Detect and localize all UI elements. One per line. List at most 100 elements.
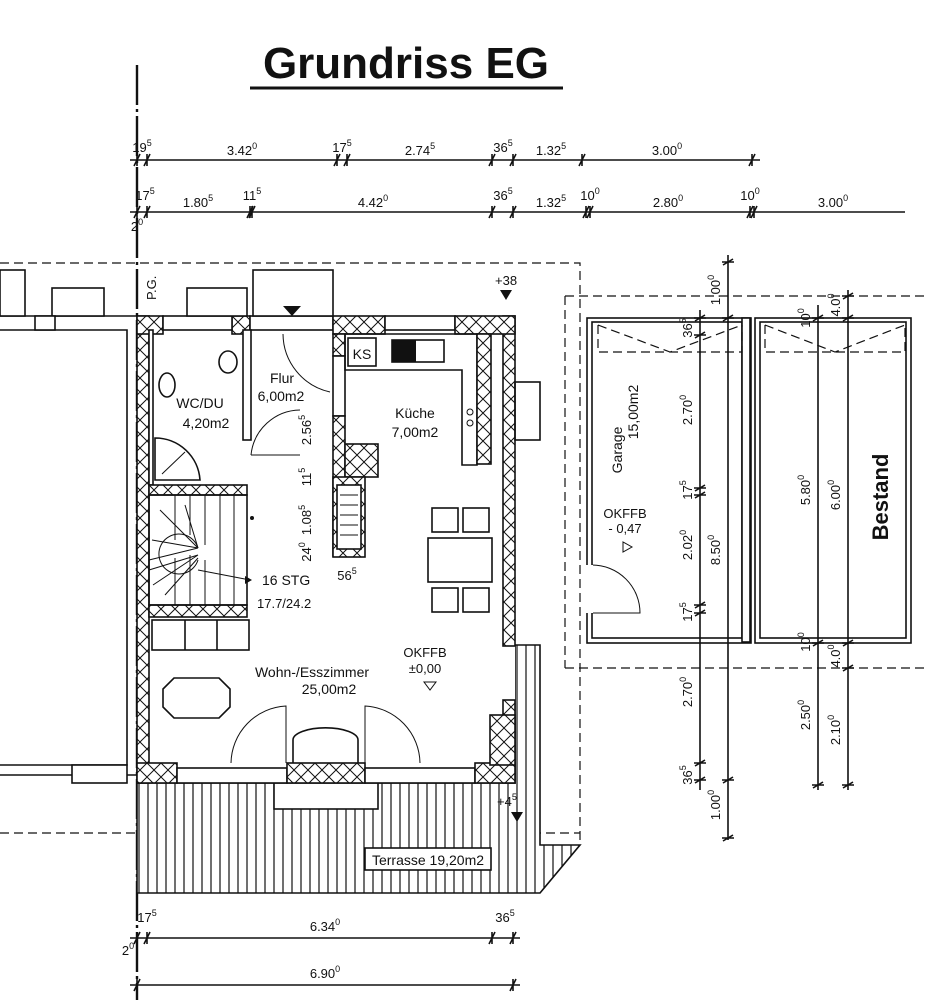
dimension-tick bbox=[694, 776, 706, 784]
dimension-tick bbox=[582, 205, 590, 219]
dimension-label: 6.900 bbox=[310, 964, 340, 981]
dimension-label: 4.00 bbox=[826, 293, 843, 316]
dimension-label: 4.420 bbox=[358, 193, 388, 210]
dimension-label: 20 bbox=[122, 941, 134, 958]
okffb-living: OKFFB bbox=[403, 645, 446, 660]
room-name-wohnen: Wohn-/Esszimmer bbox=[255, 664, 369, 680]
level-top: +38 bbox=[495, 273, 517, 288]
room-area-flur: 6,00m2 bbox=[258, 388, 305, 404]
dimension-label: 6.000 bbox=[826, 480, 843, 510]
room-name-wc: WC/DU bbox=[176, 395, 223, 411]
room-name-flur: Flur bbox=[270, 370, 294, 386]
dimension-label: 175 bbox=[135, 186, 154, 203]
dimension-label: 565 bbox=[337, 566, 356, 583]
dimension-tick bbox=[586, 205, 594, 219]
dimension-tick bbox=[509, 978, 517, 992]
okffb-living-value: ±0,00 bbox=[409, 661, 441, 676]
dimension-tick bbox=[343, 153, 351, 167]
dimension-label: 365 bbox=[495, 908, 514, 925]
dimension-label: 175 bbox=[678, 480, 695, 499]
dimension-label: 365 bbox=[493, 138, 512, 155]
dimension-tick bbox=[488, 153, 496, 167]
dimension-label: 365 bbox=[678, 765, 695, 784]
level-marker-icon bbox=[500, 290, 512, 300]
dimension-label: 100 bbox=[580, 186, 599, 203]
garage bbox=[583, 317, 752, 644]
door-swing bbox=[250, 409, 301, 456]
dimension-label: 1.000 bbox=[706, 790, 723, 820]
dimension-label: 8.500 bbox=[706, 535, 723, 565]
dimension-tick bbox=[694, 491, 706, 499]
dimension-tick bbox=[722, 258, 734, 266]
dimension-label: 5.800 bbox=[796, 475, 813, 505]
room-area-garage: 15,00m2 bbox=[625, 385, 641, 440]
dimension-tick bbox=[143, 931, 151, 945]
kitchen-counter bbox=[332, 333, 541, 558]
level-marker-icon bbox=[423, 681, 437, 691]
dimension-tick bbox=[509, 153, 517, 167]
dimension-tick bbox=[509, 931, 517, 945]
property-line-label: P.G. bbox=[144, 276, 159, 300]
okffb-garage: OKFFB bbox=[603, 506, 646, 521]
dimension-tick bbox=[133, 978, 141, 992]
dimension-label: 3.000 bbox=[652, 141, 682, 158]
existing-garage bbox=[754, 317, 912, 644]
dimension-label: 1.325 bbox=[536, 193, 566, 210]
wc-fixtures bbox=[154, 350, 238, 481]
dimension-tick bbox=[812, 781, 824, 789]
staircase bbox=[148, 494, 254, 606]
dimension-label: 240 bbox=[297, 542, 314, 561]
dimension-tick bbox=[842, 781, 854, 789]
dimension-label: 2.800 bbox=[653, 193, 683, 210]
dimension-tick bbox=[748, 153, 756, 167]
dimension-label: 115 bbox=[243, 186, 262, 203]
stairs-ratio: 17.7/24.2 bbox=[257, 596, 311, 611]
living-furniture bbox=[151, 619, 421, 764]
dimension-label: 175 bbox=[678, 602, 695, 621]
dimension-tick bbox=[722, 776, 734, 784]
dimension-tick bbox=[509, 205, 517, 219]
dimension-label: 20 bbox=[131, 217, 143, 234]
dimension-label: 175 bbox=[332, 138, 351, 155]
dimension-label: 2.100 bbox=[826, 715, 843, 745]
dimension-tick bbox=[694, 484, 706, 492]
terrace-level: +45 bbox=[497, 792, 517, 809]
dimension-tick bbox=[133, 153, 141, 167]
dimension-tick bbox=[722, 834, 734, 842]
dimension-label: 3.000 bbox=[818, 193, 848, 210]
stairs-count: 16 STG bbox=[262, 572, 310, 588]
dimension-label: 1.000 bbox=[706, 275, 723, 305]
dimension-label: 100 bbox=[796, 308, 813, 327]
dimension-lines bbox=[130, 153, 905, 992]
dimension-tick bbox=[694, 609, 706, 617]
plan-title: Grundriss EG bbox=[263, 39, 549, 88]
dining-table bbox=[427, 507, 493, 613]
dimension-tick bbox=[143, 153, 151, 167]
dimension-label: 1.325 bbox=[536, 141, 566, 158]
dimension-label: 2.700 bbox=[678, 677, 695, 707]
dimension-tick bbox=[694, 759, 706, 767]
dimension-label: 3.420 bbox=[227, 141, 257, 158]
dimension-label: 175 bbox=[137, 908, 156, 925]
dimension-tick bbox=[488, 205, 496, 219]
dimension-label: 100 bbox=[740, 186, 759, 203]
dimension-label: 2.700 bbox=[678, 395, 695, 425]
dimension-tick bbox=[333, 153, 341, 167]
fridge-label: KS bbox=[353, 346, 372, 362]
dimension-tick bbox=[694, 601, 706, 609]
room-area-kueche: 7,00m2 bbox=[392, 424, 439, 440]
dimension-label: 1.805 bbox=[183, 193, 213, 210]
dimension-label: 365 bbox=[493, 186, 512, 203]
level-marker-icon bbox=[622, 541, 634, 553]
dimension-label: 2.565 bbox=[297, 415, 314, 445]
okffb-garage-value: - 0,47 bbox=[608, 521, 641, 536]
entrance-marker-icon bbox=[283, 306, 301, 316]
window-box bbox=[186, 287, 248, 317]
dimension-tick bbox=[248, 205, 256, 219]
terrace-step bbox=[273, 782, 379, 810]
room-name-kueche: Küche bbox=[395, 405, 435, 421]
dimension-tick bbox=[578, 153, 586, 167]
dimension-label: 365 bbox=[678, 318, 695, 337]
door-swing bbox=[282, 333, 331, 393]
